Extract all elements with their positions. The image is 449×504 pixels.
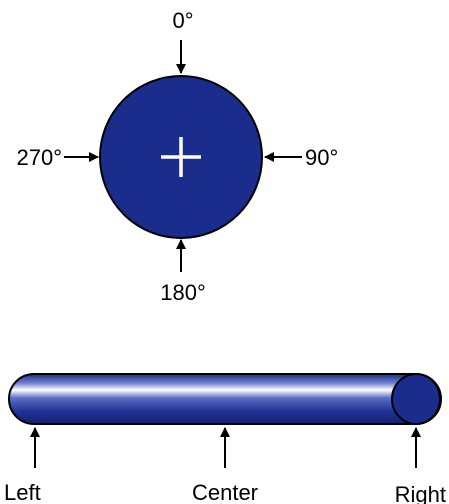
circle-view: 0° 90° 180° 270° (16, 8, 338, 305)
angle-label-180: 180° (160, 280, 206, 305)
rod-end-cap (391, 373, 441, 425)
plus-icon (161, 137, 201, 177)
rod-view: Left Center Right (4, 373, 446, 504)
angle-label-270: 270° (16, 145, 62, 170)
rod-body (8, 373, 442, 425)
position-label-right: Right (395, 482, 446, 504)
position-label-center: Center (192, 480, 258, 504)
angle-label-0: 0° (172, 8, 193, 33)
angle-label-90: 90° (305, 145, 338, 170)
position-label-left: Left (4, 480, 41, 504)
